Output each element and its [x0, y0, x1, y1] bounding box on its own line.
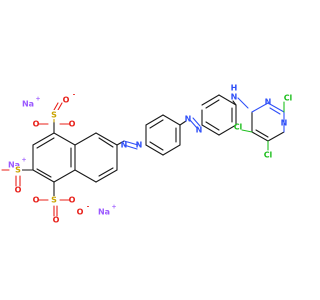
nitrogen-atom-1: N [121, 141, 128, 150]
oxygen-atom-7: O [53, 216, 60, 225]
oxygen-atom-8: O [77, 208, 84, 217]
sodium-charge-2: + [21, 157, 26, 164]
oxygen-charge-2: - [87, 204, 90, 211]
oxygen-charge-1: - [73, 92, 76, 99]
sulfur-atom-3: S [51, 196, 57, 205]
oxygen-atom-6: O [33, 196, 40, 205]
amine-hydrogen: H [231, 84, 238, 93]
sulfur-atom-2: S [15, 166, 21, 175]
nitrogen-atom-4: N [196, 126, 203, 135]
chlorine-atom-2: Cl [234, 123, 243, 132]
oxygen-atom-3: O [33, 120, 40, 129]
sulfur-atom-1: S [51, 111, 57, 120]
nitrogen-atom-6: N [265, 98, 272, 107]
oxygen-atom-2: O [63, 96, 70, 105]
sodium-charge-1: + [35, 96, 40, 103]
structure-canvas: Na + S O O - O Na + S O S O O O O - Na +… [1, 84, 293, 225]
sodium-atom-2: Na [8, 161, 20, 170]
sodium-charge-3: + [111, 204, 116, 211]
nitrogen-atom-7: N [281, 119, 288, 128]
molecule-structure: Na + S O O - O Na + S O S O O O O - Na +… [1, 84, 293, 225]
nitrogen-atom-3: N [185, 115, 192, 124]
nitrogen-atom-5: N [231, 93, 238, 102]
atom-labels: Na + S O O - O Na + S O S O O O O - Na +… [8, 84, 293, 225]
bonds [1, 94, 285, 217]
oxygen-atom-5: O [69, 196, 76, 205]
chlorine-atom-1: Cl [284, 94, 293, 103]
chlorine-atom-3: Cl [264, 151, 273, 160]
sodium-atom-3: Na [98, 208, 110, 217]
oxygen-atom-4: O [15, 186, 22, 195]
nitrogen-atom-2: N [136, 141, 143, 150]
sodium-atom-1: Na [22, 100, 34, 109]
oxygen-atom-1: O [69, 120, 76, 129]
